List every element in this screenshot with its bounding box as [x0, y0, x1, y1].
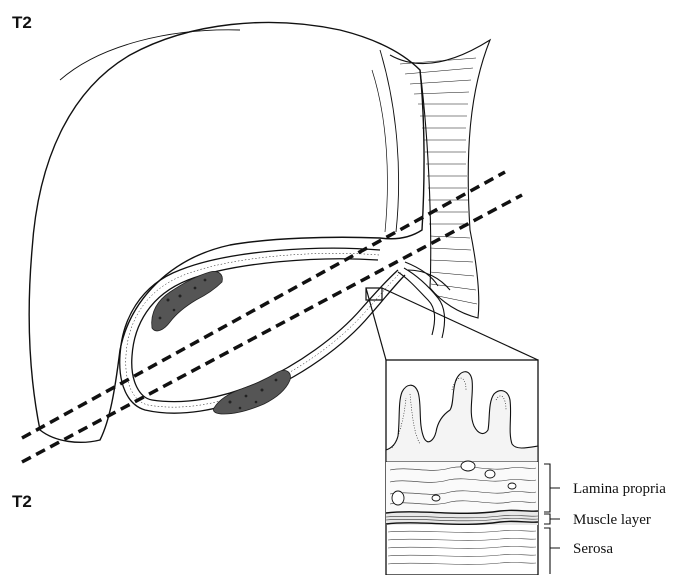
layer-brackets	[544, 464, 560, 574]
histology-inset	[386, 360, 538, 575]
label-muscle-layer: Muscle layer	[573, 512, 651, 528]
label-lamina-propria: Lamina propria	[573, 481, 666, 497]
label-serosa: Serosa	[573, 541, 613, 557]
tumor-masses	[152, 271, 291, 414]
bracket-muscle-layer	[544, 514, 560, 524]
liver	[29, 22, 424, 442]
bracket-serosa	[544, 528, 560, 574]
bracket-lamina-propria	[544, 464, 560, 512]
stage-label-bottom: T2	[12, 492, 32, 511]
tumor-lower	[213, 370, 290, 414]
falciform-ligament	[390, 40, 490, 318]
stage-label-top: T2	[12, 13, 32, 32]
